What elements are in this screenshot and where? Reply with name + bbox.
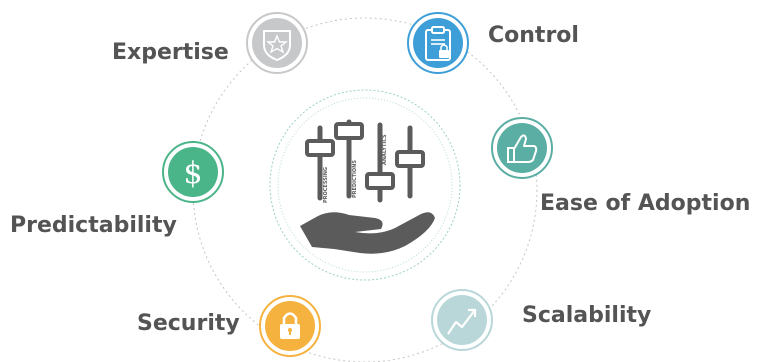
label-security: Security [137, 311, 240, 336]
label-expertise: Expertise [112, 40, 229, 65]
growth-chart-icon [447, 308, 477, 335]
label-predictability: Predictability [10, 213, 177, 238]
mixer-sliders-icon: PROCESSING PREDICTIONS ANALYTICS [305, 119, 425, 203]
inner-ring-inner [277, 97, 453, 273]
clipboard-lock-icon [425, 26, 451, 61]
slider-label-predictions: PREDICTIONS [352, 160, 358, 198]
inner-ring-outer [269, 89, 461, 281]
security-node [259, 295, 321, 357]
ease-of-adoption-node [491, 117, 553, 179]
label-scalability: Scalability [522, 303, 652, 328]
label-ease-of-adoption: Ease of Adoption [540, 191, 751, 216]
label-control: Control [488, 23, 579, 48]
control-node [407, 12, 469, 74]
open-hand-icon [300, 212, 435, 254]
expertise-node [246, 12, 308, 74]
dollar-icon: $ [183, 156, 202, 191]
slider-label-analytics: ANALYTICS [382, 134, 388, 165]
padlock-icon [280, 312, 300, 339]
thumbs-up-icon [507, 134, 538, 163]
predictability-node: $ [162, 141, 224, 203]
shield-star-icon [263, 30, 291, 62]
slider-label-processing: PROCESSING [323, 167, 329, 203]
scalability-node [431, 289, 493, 351]
